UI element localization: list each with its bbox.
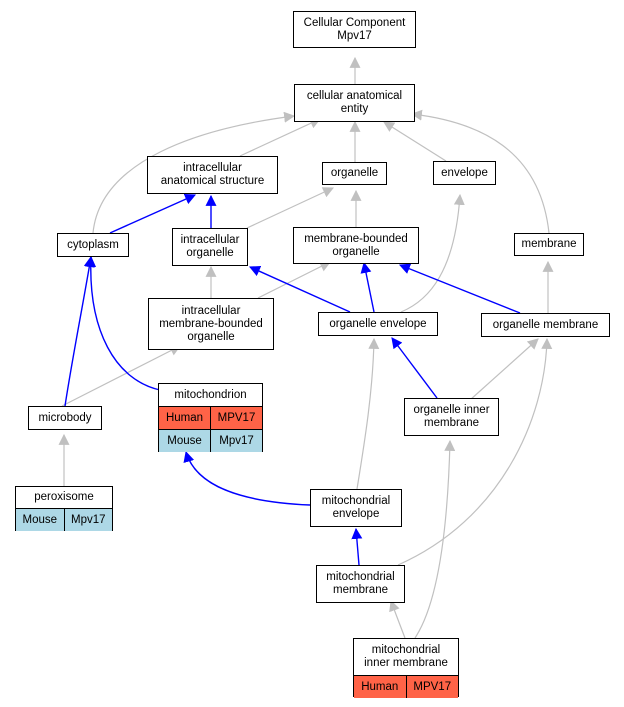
node-label-line1: cellular anatomical xyxy=(306,90,403,102)
edge-membrane-cae xyxy=(410,109,550,234)
edge-cytoplasm-ias xyxy=(109,194,197,234)
edge-mim-oim xyxy=(414,439,456,639)
node-label: organelle envelope xyxy=(329,317,427,330)
node-label-line1: mitochondrial xyxy=(371,644,441,656)
node-label-line2: entity xyxy=(340,103,369,115)
node-label-line2: membrane xyxy=(333,584,388,596)
node-label-line2: Mpv17 xyxy=(337,29,372,42)
node-label: mitochondrion xyxy=(174,388,247,401)
edge-io-organelle xyxy=(246,187,334,229)
node-label-line1: intracellular xyxy=(181,304,241,317)
edge-microbody-imbo xyxy=(61,345,181,407)
edge-envelope-cae xyxy=(383,121,447,162)
node-label-line1: membrane-bounded xyxy=(304,232,408,245)
species-cell: Human xyxy=(354,676,406,698)
node-label-line1: Cellular Component xyxy=(303,16,406,29)
node-label-line1: organelle inner xyxy=(413,404,490,416)
gene-cell: Mpv17 xyxy=(210,430,262,452)
gene-cell: Mpv17 xyxy=(63,509,112,531)
species-cell: Mouse xyxy=(16,509,64,531)
node-label-line1: mitochondrial xyxy=(326,571,395,583)
node-organelle[interactable]: organelle xyxy=(322,162,387,185)
edge-om-mbo xyxy=(398,263,521,314)
node-envelope[interactable]: envelope xyxy=(433,161,496,185)
gene-cell: MPV17 xyxy=(210,407,262,429)
node-label-line1: intracellular xyxy=(183,162,242,174)
edge-oe-io xyxy=(248,266,351,313)
edge-microbody-cytoplasm xyxy=(64,255,95,407)
node-organelle-membrane[interactable]: organelle membrane xyxy=(481,313,610,337)
node-label: envelope xyxy=(441,166,488,179)
edge-me-mitochondrion xyxy=(183,450,311,506)
node-organelle-envelope[interactable]: organelle envelope xyxy=(318,312,438,336)
node-label-line2: inner membrane xyxy=(364,657,448,669)
node-label-line1: intracellular xyxy=(180,234,240,246)
species-cell: Mouse xyxy=(159,430,210,452)
node-membrane[interactable]: membrane xyxy=(514,233,584,256)
edge-ias-cae xyxy=(239,118,321,157)
node-label: cytoplasm xyxy=(67,238,119,251)
gene-cell: MPV17 xyxy=(405,676,458,698)
node-label-line2: membrane-bounded xyxy=(159,317,263,330)
edge-mitochondrion-cytoplasm xyxy=(85,255,161,391)
node-label-line3: organelle xyxy=(187,330,235,343)
node-cytoplasm[interactable]: cytoplasm xyxy=(57,233,129,257)
node-label: membrane xyxy=(521,238,577,250)
node-label-line1: mitochondrial xyxy=(321,495,391,507)
species-cell: Human xyxy=(159,407,210,429)
node-label: peroxisome xyxy=(34,491,94,503)
edge-mm-me xyxy=(351,527,363,566)
node-label-line2: organelle xyxy=(186,247,234,259)
edge-oim-oe xyxy=(391,337,438,399)
node-label-line2: membrane xyxy=(424,417,479,429)
node-label-line2: envelope xyxy=(332,508,380,520)
node-label-line2: organelle xyxy=(332,245,380,258)
edge-imbo-mbo xyxy=(257,261,331,299)
edge-oe-envelope xyxy=(400,193,465,313)
node-microbody[interactable]: microbody xyxy=(28,406,102,430)
node-label: organelle membrane xyxy=(492,318,599,331)
edge-mm-om xyxy=(397,337,553,566)
node-label-line2: anatomical structure xyxy=(160,175,265,187)
edge-me-oe xyxy=(356,337,380,490)
edge-mim-mm xyxy=(389,599,406,639)
node-label: microbody xyxy=(38,411,92,424)
node-label: organelle xyxy=(330,167,379,179)
edge-oim-om xyxy=(469,338,539,401)
edge-oe-mbo xyxy=(360,261,375,313)
edge-cytoplasm-cae xyxy=(92,111,296,234)
